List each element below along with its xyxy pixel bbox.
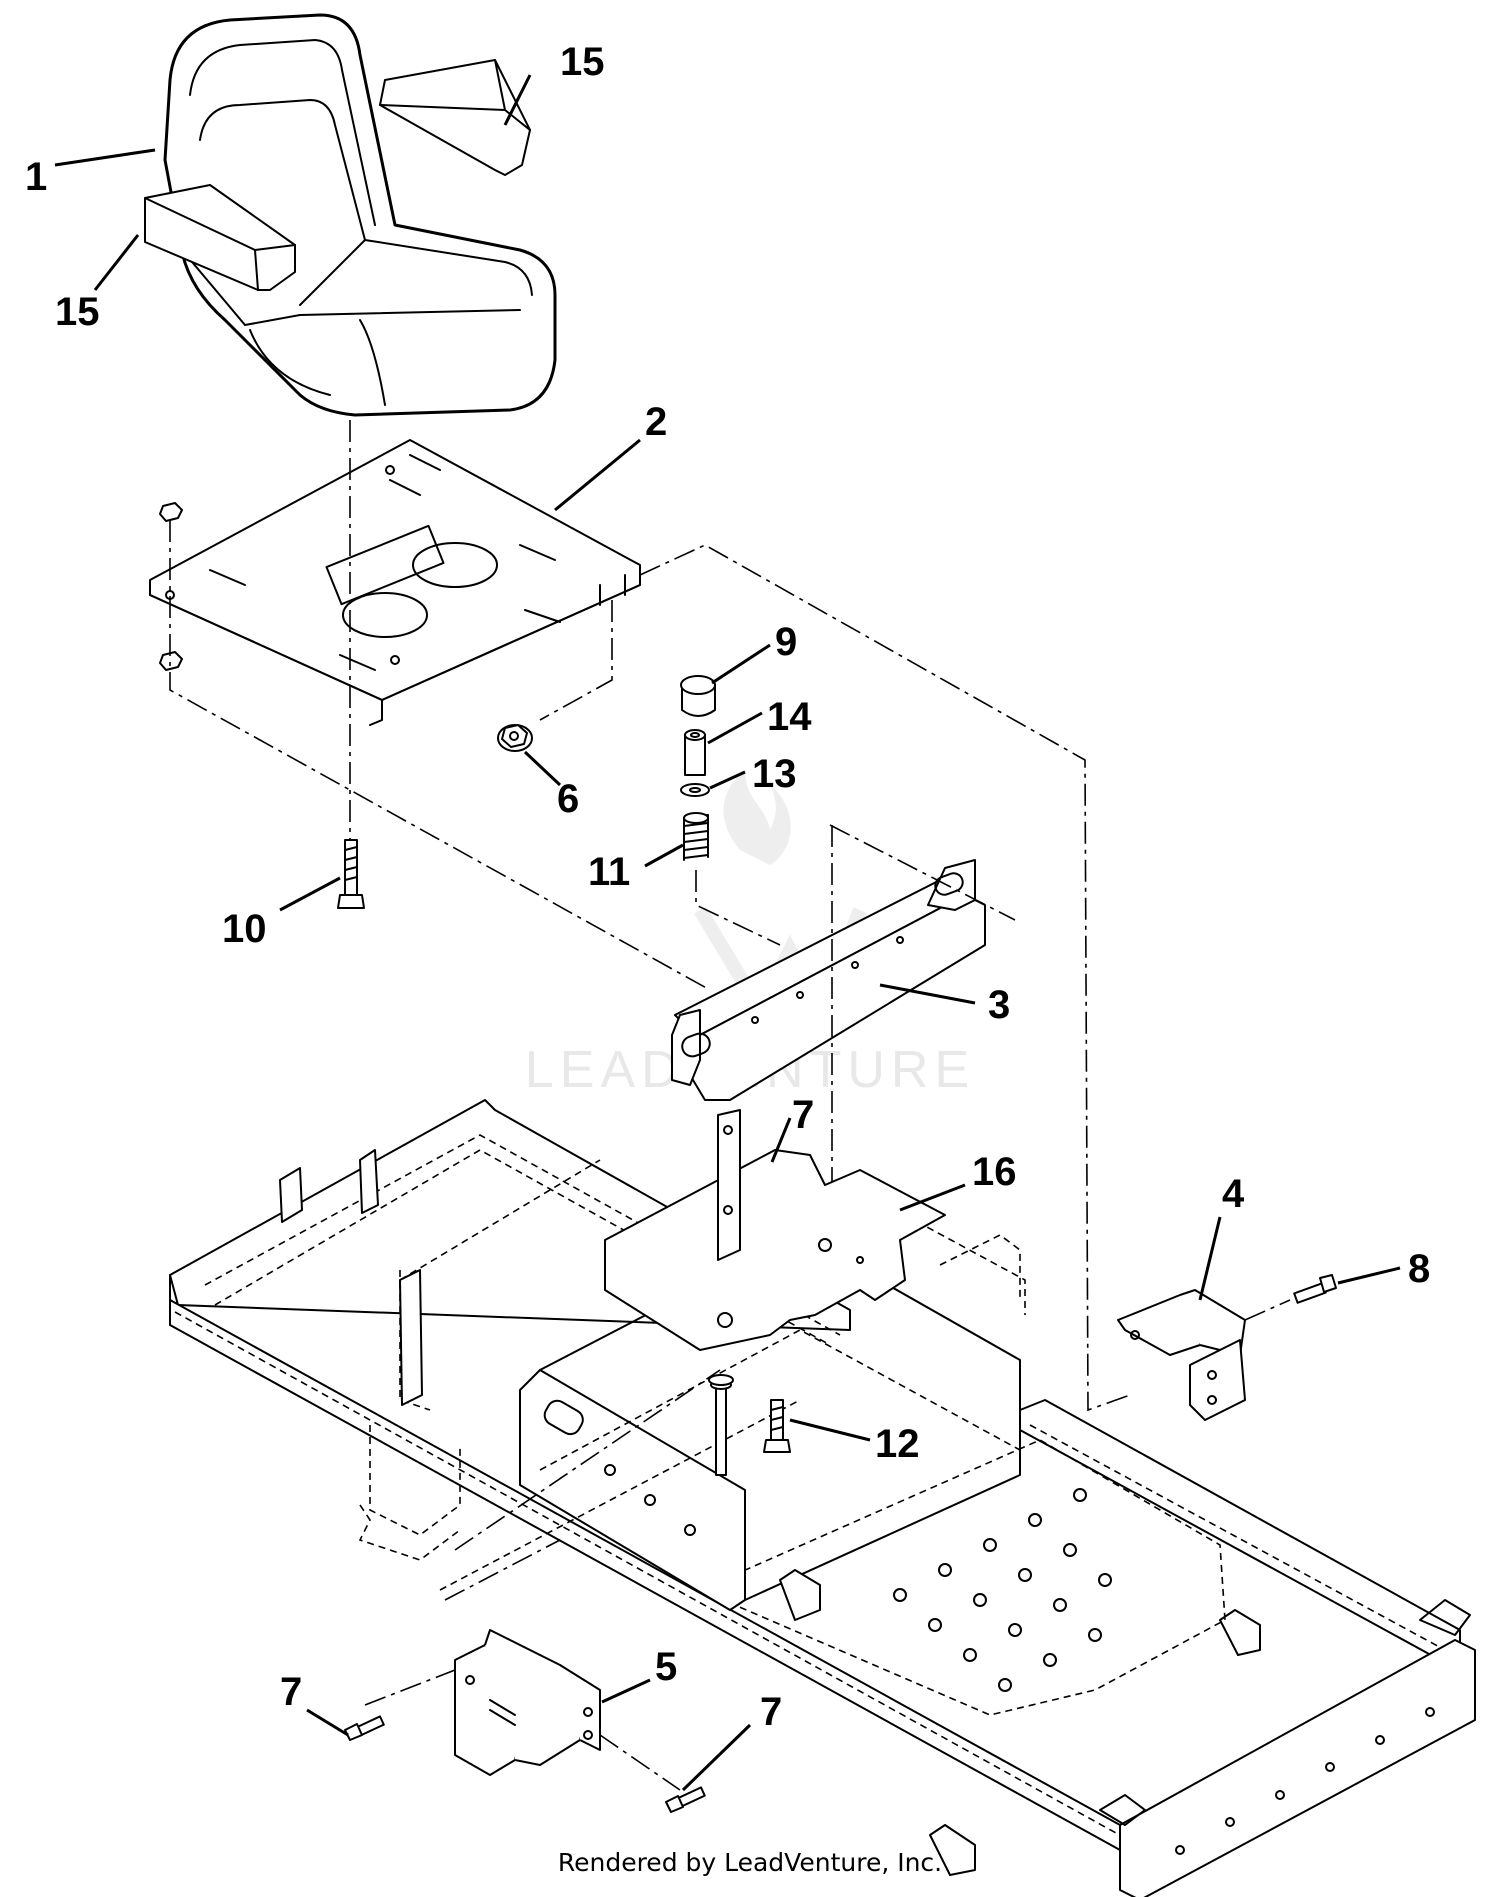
callout-bracket-4: 4 xyxy=(1222,1172,1245,1216)
centerline-large xyxy=(639,544,1131,1412)
bolt-7-right xyxy=(665,1786,706,1813)
callout-bolt-7-top: 7 xyxy=(792,1093,814,1137)
centerline-plate-right xyxy=(539,600,613,721)
leader-lines xyxy=(54,74,1401,1792)
plate-nuts xyxy=(159,502,183,671)
callout-washer: 13 xyxy=(752,752,797,796)
centerline-bracket xyxy=(829,824,1016,1185)
bolt-7-left xyxy=(344,1715,385,1741)
callout-seat-bracket: 3 xyxy=(988,983,1010,1027)
center-upright xyxy=(717,1109,741,1261)
callout-pin-12: 12 xyxy=(875,1422,920,1466)
bracket-5 xyxy=(454,1629,601,1776)
cap xyxy=(680,675,716,717)
frame xyxy=(169,1099,1476,1897)
callout-bolt-8: 8 xyxy=(1408,1247,1430,1291)
flange-nut xyxy=(497,724,533,752)
callout-flange-nut: 6 xyxy=(557,777,579,821)
armrest-right xyxy=(379,59,531,176)
callout-seat-plate: 2 xyxy=(645,400,667,444)
shield xyxy=(604,1149,946,1351)
callout-shield: 16 xyxy=(972,1150,1017,1194)
callout-seat: 1 xyxy=(25,155,47,199)
spacer xyxy=(684,729,706,776)
armrest-left xyxy=(144,184,296,291)
callout-labels: 1 15 15 2 9 14 13 6 11 10 3 7 16 4 8 12 … xyxy=(25,40,1430,1734)
callout-armrest-left: 15 xyxy=(55,290,100,334)
bolt-10 xyxy=(337,839,365,909)
callout-spring: 11 xyxy=(588,850,630,894)
callout-cap: 9 xyxy=(775,620,797,664)
pivot-rod xyxy=(708,1374,734,1476)
seat-bracket xyxy=(671,859,986,1101)
bracket-4 xyxy=(1117,1289,1246,1421)
bolt-8 xyxy=(1293,1274,1337,1304)
pin-12 xyxy=(763,1399,791,1453)
callout-armrest-right: 15 xyxy=(560,40,605,84)
washer xyxy=(680,783,710,797)
callout-bolt-7-right: 7 xyxy=(760,1690,782,1734)
callout-bolt-10: 10 xyxy=(222,907,267,951)
seat-plate xyxy=(149,439,641,726)
centerline-bolt-8 xyxy=(1244,1299,1291,1321)
centerline-plate-nuts xyxy=(169,520,711,991)
centerline-spring xyxy=(695,870,781,946)
callout-spacer: 14 xyxy=(767,695,812,739)
callout-bolt-7-left: 7 xyxy=(280,1670,302,1714)
spring xyxy=(683,812,709,861)
footer-credit: Rendered by LeadVenture, Inc. xyxy=(557,1848,943,1877)
centerline-bracket-5 xyxy=(364,1539,681,1791)
footrest-holes xyxy=(893,1488,1112,1692)
callout-bracket-5: 5 xyxy=(655,1645,677,1689)
